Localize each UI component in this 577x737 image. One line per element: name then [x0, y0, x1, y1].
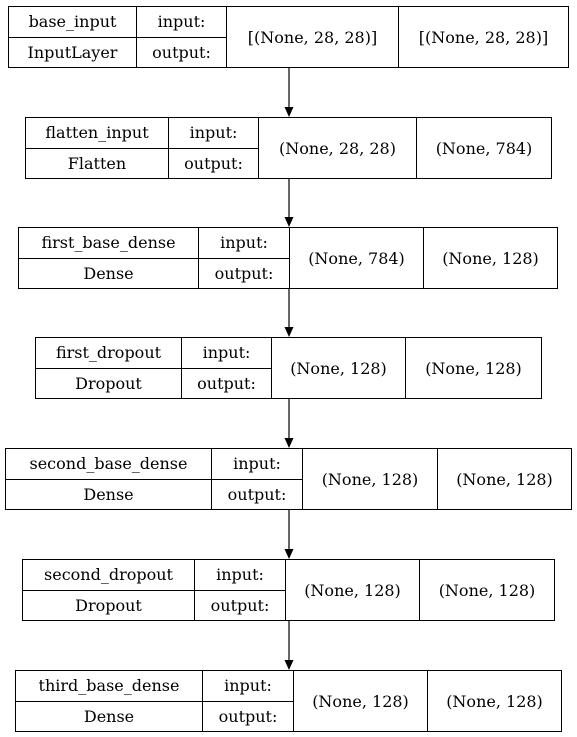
layer-name-column: second_dropout Dropout [23, 560, 195, 620]
io-label-column: input: output: [212, 449, 303, 509]
layer-name: flatten_input [26, 118, 168, 149]
layer-name-column: flatten_input Flatten [26, 118, 169, 178]
output-shape: (None, 128) [456, 469, 553, 489]
layer-name: first_dropout [36, 338, 181, 369]
arrow-head [284, 327, 294, 337]
layer-name: second_base_dense [6, 449, 211, 480]
io-label-column: input: output: [203, 671, 294, 731]
layer-node-flatten-input: flatten_input Flatten input: output: (No… [25, 117, 552, 179]
layer-node-third-base-dense: third_base_dense Dense input: output: (N… [15, 670, 562, 732]
output-label: output: [214, 263, 274, 283]
input-shape: (None, 128) [272, 338, 406, 398]
arrow-head [284, 217, 294, 227]
output-shape: (None, 128) [442, 248, 539, 268]
output-label: output: [197, 373, 256, 393]
output-label: output: [184, 153, 243, 173]
io-label-column: input: output: [137, 7, 227, 67]
output-label: output: [218, 706, 278, 726]
layer-node-second-dropout: second_dropout Dropout input: output: (N… [22, 559, 555, 621]
input-shape: (None, 128) [303, 449, 438, 509]
output-shape: [(None, 28, 28)] [418, 27, 549, 47]
io-label-column: input: output: [195, 560, 286, 620]
input-label: input: [212, 449, 302, 480]
layer-type: Dropout [75, 373, 142, 393]
output-label: output: [210, 595, 270, 615]
arrow-head [284, 107, 294, 117]
input-shape: (None, 784) [290, 228, 424, 288]
layer-name: third_base_dense [16, 671, 202, 702]
layer-node-first-dropout: first_dropout Dropout input: output: (No… [35, 337, 542, 399]
output-shape: (None, 128) [425, 358, 522, 378]
layer-name-column: third_base_dense Dense [16, 671, 203, 731]
output-label: output: [227, 484, 287, 504]
layer-type: Flatten [67, 153, 127, 173]
output-shape: (None, 784) [435, 138, 533, 158]
layer-name-column: first_dropout Dropout [36, 338, 182, 398]
input-label: input: [182, 338, 271, 369]
input-shape: (None, 128) [286, 560, 420, 620]
input-shape: (None, 28, 28) [259, 118, 417, 178]
layer-type: Dense [83, 484, 134, 504]
layer-name: first_base_dense [19, 228, 198, 259]
input-label: input: [169, 118, 258, 149]
io-label-column: input: output: [169, 118, 259, 178]
layer-node-base-input: base_input InputLayer input: output: [(N… [8, 6, 569, 68]
layer-name-column: first_base_dense Dense [19, 228, 199, 288]
input-label: input: [137, 7, 226, 38]
input-label: input: [199, 228, 289, 259]
layer-name-column: base_input InputLayer [9, 7, 137, 67]
layer-name: base_input [9, 7, 136, 38]
layer-type: Dense [83, 706, 135, 726]
output-shape: (None, 128) [438, 580, 536, 600]
arrow-head [284, 549, 294, 559]
output-label: output: [152, 42, 211, 62]
layer-node-first-base-dense: first_base_dense Dense input: output: (N… [18, 227, 558, 289]
layer-name: second_dropout [23, 560, 194, 591]
layer-type: Dropout [75, 595, 142, 615]
input-shape: [(None, 28, 28)] [227, 7, 399, 67]
arrow-head [284, 438, 294, 448]
layer-type: InputLayer [27, 42, 118, 62]
input-label: input: [195, 560, 285, 591]
io-label-column: input: output: [182, 338, 272, 398]
input-shape: (None, 128) [294, 671, 428, 731]
arrow-head [284, 660, 294, 670]
output-shape: (None, 128) [446, 691, 543, 711]
layer-type: Dense [83, 263, 134, 283]
layer-name-column: second_base_dense Dense [6, 449, 212, 509]
input-label: input: [203, 671, 293, 702]
layer-node-second-base-dense: second_base_dense Dense input: output: (… [5, 448, 572, 510]
io-label-column: input: output: [199, 228, 290, 288]
